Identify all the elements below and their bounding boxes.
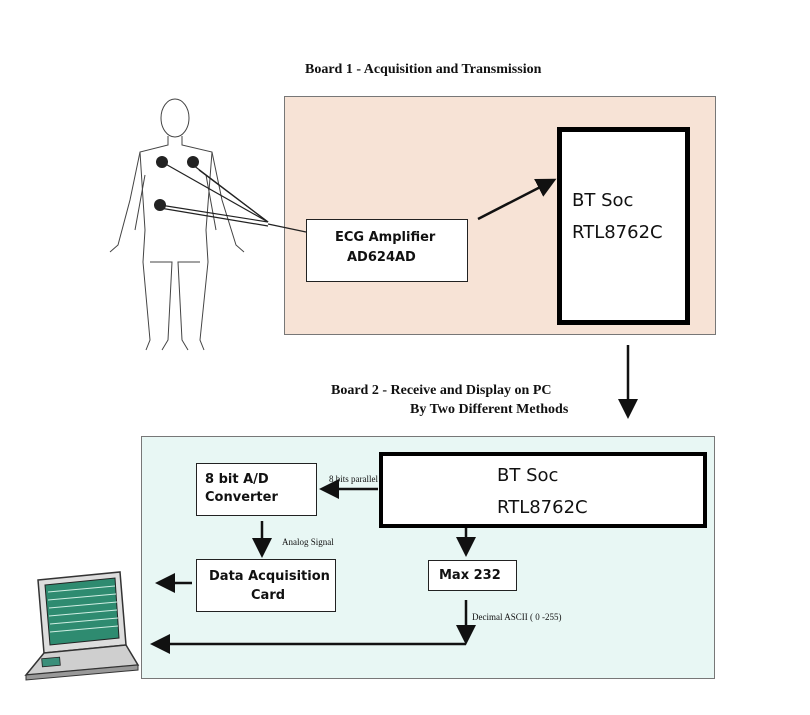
arrow-amp-to-bt — [477, 178, 557, 221]
bt-soc-board2-model: RTL8762C — [497, 497, 588, 518]
daq-card-box: Data Acquisition Card — [196, 559, 336, 612]
bt-soc-board2: BT Soc RTL8762C — [379, 452, 707, 528]
adc-box: 8 bit A/D Converter — [196, 463, 317, 516]
adc-label-2: Converter — [205, 490, 278, 505]
bt-soc-board1-label: BT Soc — [572, 190, 634, 211]
bt-soc-board1-model: RTL8762C — [572, 222, 663, 243]
decimal-ascii-label: Decimal ASCII ( 0 -255) — [472, 612, 562, 622]
max232-box: Max 232 — [428, 560, 517, 591]
daq-label: Data Acquisition — [209, 569, 330, 584]
electrode-2 — [187, 156, 199, 168]
bt-soc-board1: BT Soc RTL8762C — [557, 127, 690, 325]
laptop-icon — [24, 571, 140, 681]
analog-signal-label: Analog Signal — [282, 537, 334, 547]
electrode-leads — [159, 161, 307, 233]
ecg-amplifier-box: ECG Amplifier AD624AD — [306, 219, 468, 282]
ecg-amplifier-model: AD624AD — [347, 250, 416, 265]
board2-subtitle: By Two Different Methods — [410, 402, 569, 417]
board2-title: Board 2 - Receive and Display on PC — [331, 383, 552, 398]
parallel-label: 8 bits parallel — [329, 474, 378, 484]
human-body-figure — [109, 98, 245, 351]
ecg-amplifier-label: ECG Amplifier — [335, 230, 436, 245]
board1-title: Board 1 - Acquisition and Transmission — [305, 62, 542, 77]
max232-label: Max 232 — [439, 568, 501, 583]
bt-soc-board2-label: BT Soc — [497, 465, 559, 486]
daq-label-2: Card — [251, 588, 286, 603]
adc-label: 8 bit A/D — [205, 472, 269, 487]
